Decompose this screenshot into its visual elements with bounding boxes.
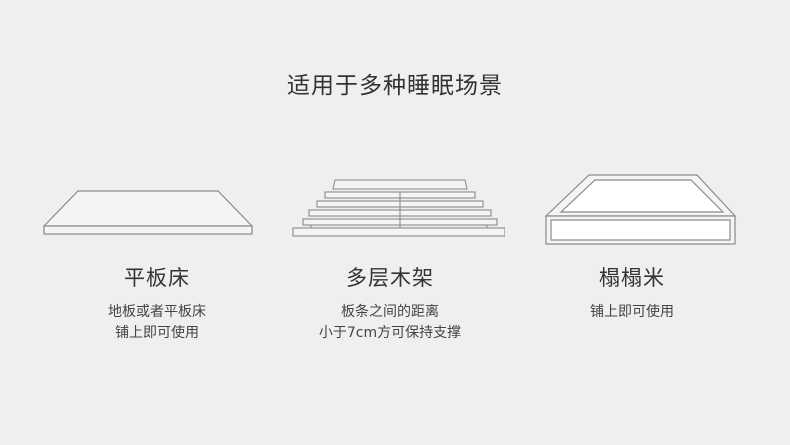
scenario-name: 榻榻米 <box>599 266 665 290</box>
description-line: 小于7cm方可保持支撑 <box>318 325 462 341</box>
page-title: 适用于多种睡眠场景 <box>287 73 503 99</box>
scenario-name: 多层木架 <box>346 266 434 290</box>
scenario-description: 板条之间的距离 小于7cm方可保持支撑 <box>265 302 515 344</box>
scenario-description: 地板或者平板床 铺上即可使用 <box>32 302 282 344</box>
description-line: 铺上即可使用 <box>115 325 199 341</box>
scenario-slatted-frame: 多层木架 板条之间的距离 小于7cm方可保持支撑 <box>265 170 515 344</box>
scenario-tatami: 榻榻米 铺上即可使用 <box>507 170 757 323</box>
scenario-flat-bed: 平板床 地板或者平板床 铺上即可使用 <box>32 170 282 344</box>
description-line: 铺上即可使用 <box>590 304 674 320</box>
scenario-name: 平板床 <box>124 266 190 290</box>
scenario-description: 铺上即可使用 <box>507 302 757 323</box>
description-line: 板条之间的距离 <box>341 304 439 320</box>
description-line: 地板或者平板床 <box>108 304 206 320</box>
tatami-icon <box>544 174 737 245</box>
flat-bed-icon <box>42 190 254 235</box>
slatted-frame-icon <box>292 179 505 237</box>
